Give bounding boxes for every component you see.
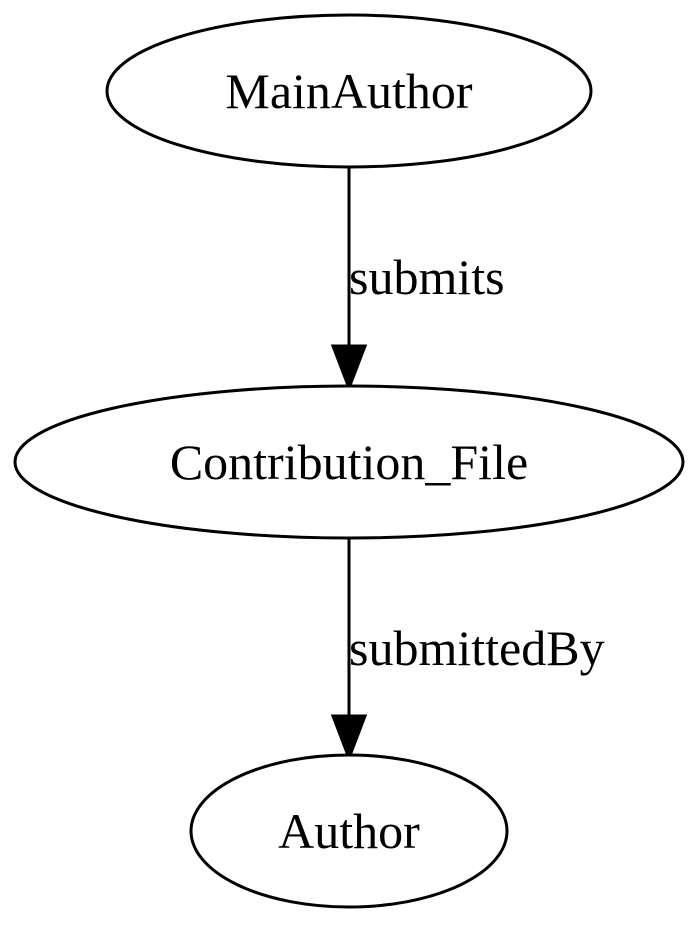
node-author[interactable]: Author bbox=[189, 753, 509, 909]
edge-submitted-by-label: submittedBy bbox=[349, 620, 605, 676]
edge-submits: submits bbox=[330, 168, 505, 393]
node-contribution-file-ellipse bbox=[13, 384, 685, 540]
node-contribution-file[interactable]: Contribution_File bbox=[13, 384, 685, 540]
node-main-author[interactable]: MainAuthor bbox=[105, 13, 593, 169]
node-contribution-file-label: Contribution_File bbox=[170, 434, 528, 490]
edge-submits-arrowhead bbox=[330, 344, 368, 393]
edge-submits-label: submits bbox=[349, 249, 505, 305]
edge-submitted-by: submittedBy bbox=[330, 538, 605, 763]
node-author-label: Author bbox=[278, 803, 420, 859]
edge-submitted-by-arrowhead bbox=[330, 714, 368, 763]
node-main-author-label: MainAuthor bbox=[225, 63, 473, 119]
node-main-author-ellipse bbox=[105, 13, 593, 169]
node-author-ellipse bbox=[189, 753, 509, 909]
